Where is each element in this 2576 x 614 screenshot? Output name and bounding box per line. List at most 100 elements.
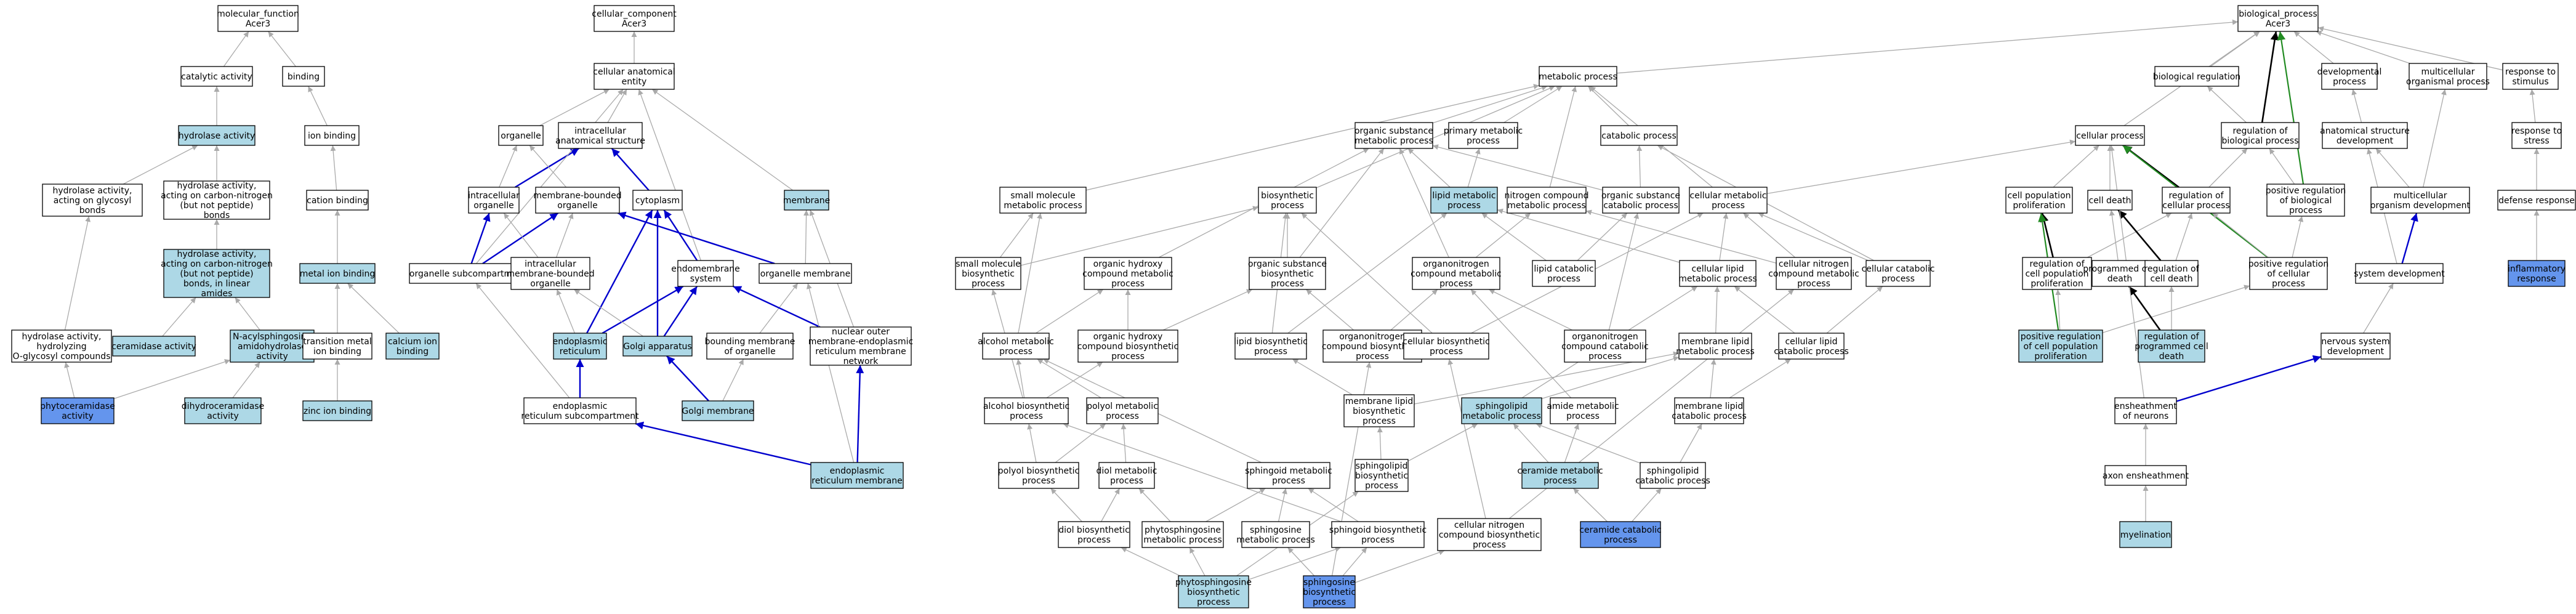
go-term-golgi[interactable]: Golgi apparatus [622, 336, 693, 357]
go-term-ceramidase[interactable]: ceramidase activity [111, 336, 196, 357]
go-term-catab[interactable]: catabolic process [1600, 125, 1678, 146]
go-term-orgmem[interactable]: organelle membrane [759, 263, 852, 284]
go-term-metalion[interactable]: metal ion binding [299, 263, 376, 284]
go-term-cationbind[interactable]: cation binding [306, 190, 369, 211]
go-term-bioreg[interactable]: biological regulation [2153, 66, 2240, 87]
go-term-sysdev[interactable]: system development [2354, 263, 2445, 284]
go-term-hydro_cn[interactable]: hydrolase activity,acting on carbon-nitr… [161, 180, 273, 220]
go-term-membrane[interactable]: membrane [783, 190, 831, 211]
go-term-organelle[interactable]: organelle [498, 125, 544, 146]
go-term-golgimem[interactable]: Golgi membrane [682, 400, 754, 421]
go-term-cytoplasm[interactable]: cytoplasm [632, 190, 683, 211]
go-term-hydro_oglyc[interactable]: hydrolase activity,hydrolyzingO-glycosyl… [11, 329, 112, 363]
go-term-defresp[interactable]: defense response [2497, 190, 2576, 211]
go-term-catalytic[interactable]: catalytic activity [180, 66, 253, 87]
go-term-hydro_cn_linear[interactable]: hydrolase activity,acting on carbon-nitr… [161, 249, 273, 299]
go-term-cellproc[interactable]: cellular process [2075, 125, 2145, 146]
go-term-metab[interactable]: metabolic process [1539, 66, 1617, 87]
go-term-nucouter[interactable]: nuclear outermembrane-endoplasmicreticul… [808, 326, 913, 366]
go-term-hydro_glyc[interactable]: hydrolase activity,acting on glycosylbon… [42, 184, 143, 217]
go-term-celldeath[interactable]: cell death [2087, 190, 2133, 211]
go-term-binding[interactable]: binding [282, 66, 325, 87]
go-term-axonens[interactable]: axon ensheathment [2103, 465, 2189, 486]
go-term-zinc[interactable]: zinc ion binding [302, 400, 372, 421]
go-term-hydrolase[interactable]: hydrolase activity [178, 125, 256, 146]
